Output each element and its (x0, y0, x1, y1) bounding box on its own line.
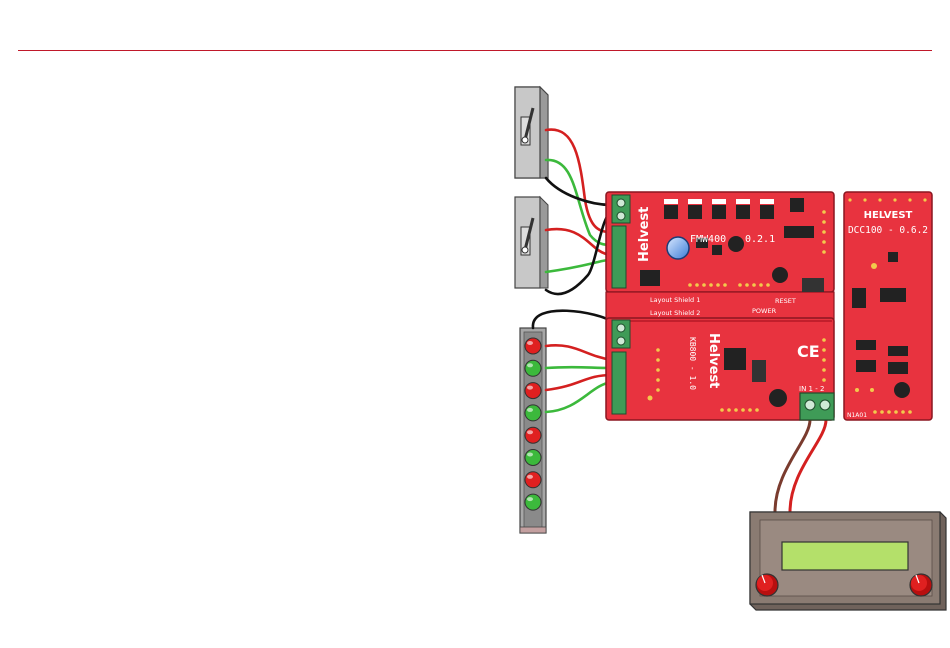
terminal-block-fmw-top (612, 195, 630, 223)
fmw400-brand: Helvest (637, 207, 652, 262)
knob-icon[interactable] (910, 574, 932, 596)
knob-icon[interactable] (756, 574, 778, 596)
led-green-icon (525, 405, 541, 421)
terminal-block-fmw-main (612, 226, 626, 288)
led-highlight (527, 408, 533, 412)
dcc100-board: HELVEST DCC100 - 0.6.2 N1A01 (844, 192, 932, 420)
lcd-display (782, 542, 908, 570)
terminal-block-kb-main (612, 352, 626, 414)
kb800-model: KB800 - 1.0 (688, 337, 697, 390)
led-green-icon (525, 494, 541, 510)
led-red-icon (525, 338, 541, 354)
led-highlight (527, 386, 533, 390)
dcc100-footer: N1A01 (847, 412, 867, 419)
led-highlight (527, 341, 533, 345)
led-red-icon (525, 472, 541, 488)
led-panel (520, 328, 546, 533)
terminal-in-label: IN 1 - 2 (799, 385, 824, 393)
capacitor-icon (667, 237, 689, 259)
led-highlight (527, 475, 533, 479)
reset-label: RESET (775, 297, 796, 305)
led-highlight (527, 453, 533, 457)
terminal-block-kb-top (612, 320, 630, 348)
dcc100-brand: HELVEST (864, 210, 913, 221)
layout-shield-1-label: Layout Shield 1 (650, 296, 700, 304)
layout-shield-2-label: Layout Shield 2 (650, 309, 700, 317)
kb800-brand: Helvest (706, 333, 721, 388)
led-green-icon (525, 360, 541, 376)
led-highlight (527, 430, 533, 434)
dcc100-model: DCC100 - 0.6.2 (848, 225, 928, 236)
fmw400-version: 0.2.1 (745, 234, 775, 245)
turnout-switch-1[interactable] (515, 87, 548, 178)
power-label: POWER (752, 307, 777, 315)
fmw400-board: Helvest FMW400 0.2.1 Layout Shield 1 Lay… (606, 192, 834, 320)
ce-mark: CE (797, 342, 820, 361)
turnout-switch-2[interactable] (515, 197, 548, 288)
led-green-icon (525, 450, 541, 466)
led-red-icon (525, 427, 541, 443)
dcc-controller[interactable] (750, 512, 946, 610)
fmw400-model: FMW400 (690, 234, 726, 245)
led-highlight (527, 363, 533, 367)
led-highlight (527, 497, 533, 501)
led-red-icon (525, 383, 541, 399)
